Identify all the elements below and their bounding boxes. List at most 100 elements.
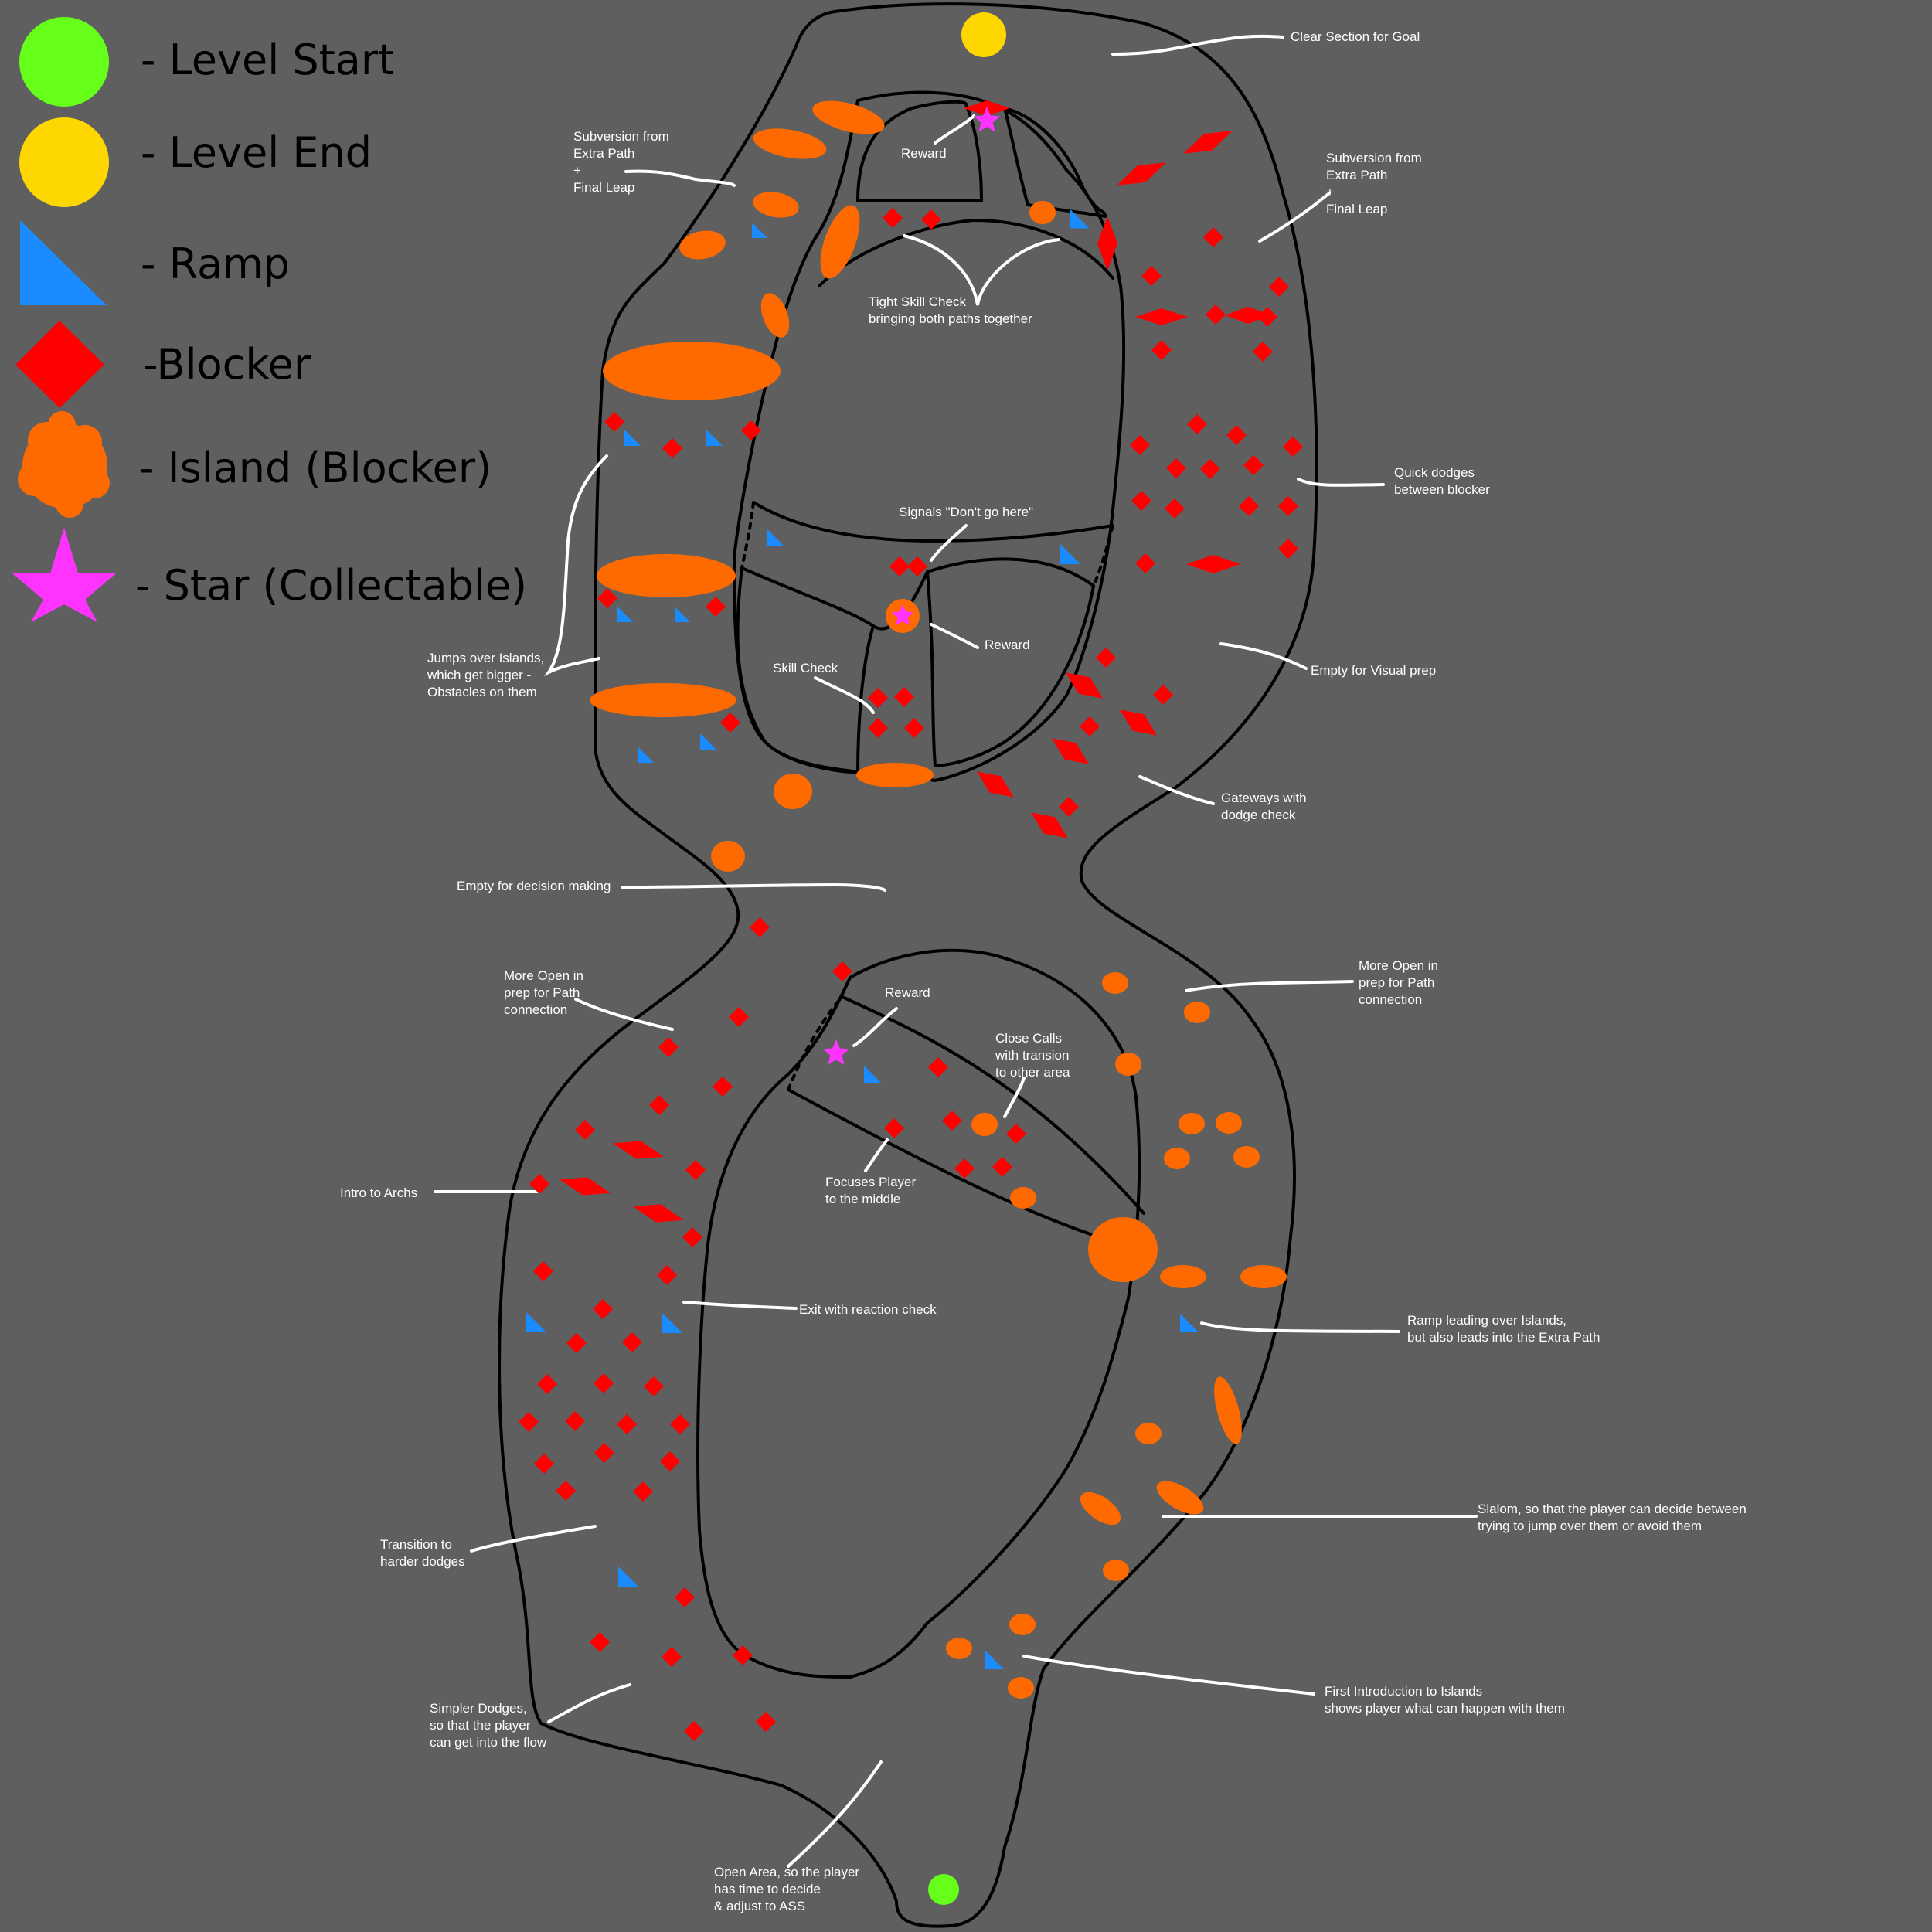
island-blob	[603, 342, 781, 400]
blocker-diamond	[1117, 162, 1166, 185]
blocker-diamond	[658, 1037, 679, 1057]
ramp-triangle	[864, 1066, 881, 1083]
upper-right-cell	[926, 570, 1095, 767]
blocker-diamond	[750, 917, 770, 937]
blocker-diamond	[1203, 227, 1223, 247]
blocker-diamond	[729, 1007, 749, 1027]
blocker-diamond	[1059, 797, 1079, 817]
ramp-triangle	[706, 429, 723, 446]
note-first-islands: First Introduction to Islands shows play…	[1325, 1684, 1565, 1716]
blocker-diamond	[894, 687, 914, 707]
blocker-diamond	[1120, 709, 1157, 736]
island-blob	[1008, 1677, 1034, 1699]
blocker-diamond	[594, 1443, 614, 1463]
blocker-diamond	[529, 1174, 549, 1194]
island-blob	[753, 192, 799, 218]
blocker-diamond	[1253, 342, 1273, 362]
blocker-diamond	[1239, 496, 1259, 516]
blocker-diamond	[593, 1299, 613, 1319]
blocker-diamond	[1006, 1124, 1026, 1144]
blocker-diamond	[942, 1111, 962, 1131]
legend-label-star: - Star (Collectable)	[135, 561, 527, 610]
blocker-diamond	[921, 209, 941, 230]
island-blob	[1029, 201, 1056, 224]
island-blob	[774, 774, 812, 809]
blocker-diamond	[657, 1265, 677, 1285]
island-blob	[1088, 1217, 1158, 1282]
lower-dotted-connector	[787, 995, 844, 1091]
ramp-triangle	[675, 607, 690, 622]
blocker-diamond	[622, 1332, 642, 1352]
blocker-diamond	[1135, 553, 1155, 573]
blocker-diamond	[566, 1333, 587, 1353]
leader-tight-skill	[903, 234, 1060, 306]
island-blob	[1160, 1265, 1206, 1288]
upper-inner-hole	[733, 90, 1126, 782]
blocker-diamond	[556, 1481, 576, 1501]
star-icon	[891, 604, 914, 626]
blocker-diamond	[590, 1632, 610, 1652]
blocker-diamond	[1135, 308, 1188, 325]
leader-focuses	[864, 1138, 889, 1172]
leader-clear-goal	[1111, 34, 1284, 56]
blocker-diamond	[954, 1158, 975, 1179]
note-empty-visual: Empty for Visual prep	[1311, 663, 1436, 678]
legend-label-blocker: -Blocker	[143, 340, 311, 389]
leader-more-open-right	[1185, 980, 1354, 992]
blocker-diamond	[675, 1587, 695, 1607]
blocker-diamond	[644, 1376, 664, 1396]
legend-label-level-start: - Level Start	[141, 36, 394, 84]
note-skill-check: Skill Check	[773, 661, 838, 675]
ramp-triangle	[767, 529, 784, 546]
top-right-compartment	[1003, 107, 1107, 218]
legend-island-icon	[18, 411, 110, 518]
note-clear-goal: Clear Section for Goal	[1291, 29, 1420, 44]
dotted-connector-right	[1092, 524, 1114, 587]
ramp-triangle	[624, 429, 641, 446]
blocker-diamond	[597, 588, 617, 608]
leader-subversion-left	[624, 169, 736, 187]
island-blob	[1115, 1053, 1141, 1076]
island-blob	[711, 841, 745, 872]
blocker-diamond	[613, 1141, 664, 1159]
island-blob	[679, 230, 726, 260]
leader-gateways	[1138, 775, 1215, 805]
note-quick-dodges: Quick dodges between blocker	[1394, 465, 1490, 497]
island-blob	[597, 554, 736, 597]
legend: - Level Start - Level End - Ramp -Blocke…	[12, 17, 527, 622]
blocker-diamond	[1131, 491, 1151, 511]
blocker-diamond	[565, 1411, 585, 1431]
island-blob	[1156, 1481, 1204, 1515]
note-simpler: Simpler Dodges, so that the player can g…	[430, 1701, 547, 1750]
blocker-diamond	[756, 1712, 776, 1732]
blocker-diamond	[1269, 277, 1289, 297]
island-blob	[946, 1638, 972, 1659]
blocker-diamond	[904, 718, 924, 738]
note-subversion-left: Subversion from Extra Path + Final Leap	[573, 129, 673, 195]
note-open-area: Open Area, so the player has time to dec…	[714, 1865, 863, 1913]
leader-exit-reaction	[682, 1301, 798, 1310]
leader-subversion-right	[1258, 192, 1331, 243]
blocker-diamond	[1283, 437, 1303, 457]
island-blob	[1233, 1146, 1260, 1168]
ramp-triangle	[618, 1566, 638, 1587]
blocker-diamond	[1052, 738, 1089, 764]
legend-level-end-icon	[19, 117, 109, 207]
blocker-diamond	[889, 556, 910, 577]
blocker-diamond	[706, 597, 726, 617]
blocker-diamond	[560, 1177, 611, 1196]
note-subversion-right: Subversion from Extra Path + Final Leap	[1326, 151, 1426, 216]
island-blob	[1010, 1187, 1036, 1209]
note-exit-reaction: Exit with reaction check	[799, 1302, 937, 1317]
blocker-diamond	[662, 438, 682, 458]
island-blob	[1164, 1148, 1190, 1169]
blocker-diamond	[720, 713, 740, 733]
ramp-triangle	[1180, 1314, 1199, 1332]
blocker-diamond	[682, 1227, 702, 1247]
island-blob	[856, 763, 934, 787]
island-blob	[590, 683, 736, 717]
note-ramp-islands: Ramp leading over Islands, but also lead…	[1407, 1313, 1600, 1345]
legend-label-ramp: - Ramp	[141, 240, 290, 288]
blocker-diamond	[633, 1481, 653, 1502]
island-blob	[1135, 1423, 1162, 1444]
